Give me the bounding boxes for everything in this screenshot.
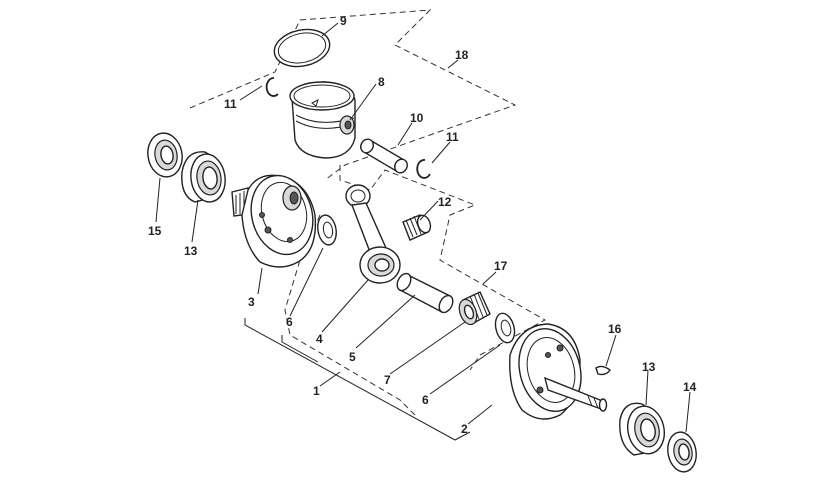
callout-2: 2 [461, 422, 468, 436]
oil-seal-left [147, 132, 183, 178]
crank-half-right [509, 323, 608, 420]
callout-1: 1 [313, 384, 320, 398]
thrust-washer-left [317, 214, 337, 246]
callout-12: 12 [438, 195, 452, 209]
callout-8: 8 [378, 75, 385, 89]
callout-3: 3 [248, 295, 255, 309]
callout-6-left: 6 [286, 315, 293, 329]
piston-ring [273, 28, 331, 68]
crank-pin [396, 272, 454, 314]
leader-lines [155, 22, 691, 441]
callout-18: 18 [455, 48, 469, 62]
bearing-right [619, 402, 666, 456]
callout-15: 15 [148, 224, 162, 238]
callout-4: 4 [316, 332, 323, 346]
big-end-bearing [458, 291, 491, 326]
connecting-rod [345, 184, 401, 284]
piston-pin [360, 138, 408, 174]
circlip-right [416, 159, 431, 179]
callout-16: 16 [608, 322, 622, 336]
callout-13-left: 13 [184, 244, 198, 258]
callout-17: 17 [494, 259, 508, 273]
callout-11-right: 11 [446, 130, 459, 144]
woodruff-key [595, 365, 611, 376]
crank-half-left [231, 174, 317, 268]
callout-5: 5 [349, 350, 356, 364]
callout-11-left: 11 [224, 97, 237, 111]
piston [289, 81, 356, 159]
callout-labels: 1 2 3 4 5 6 6 7 8 9 10 11 11 12 13 13 14… [148, 14, 697, 436]
thrust-washer-right [494, 312, 516, 344]
callout-10: 10 [410, 111, 424, 125]
oil-seal-right [667, 431, 697, 473]
small-end-bearing [402, 214, 432, 241]
circlip-left [265, 77, 279, 97]
callout-6-right: 6 [422, 393, 429, 407]
callout-7: 7 [384, 373, 391, 387]
bearing-left [181, 151, 226, 203]
callout-9: 9 [340, 14, 347, 28]
callout-13-right: 13 [642, 360, 656, 374]
callout-14: 14 [683, 380, 697, 394]
